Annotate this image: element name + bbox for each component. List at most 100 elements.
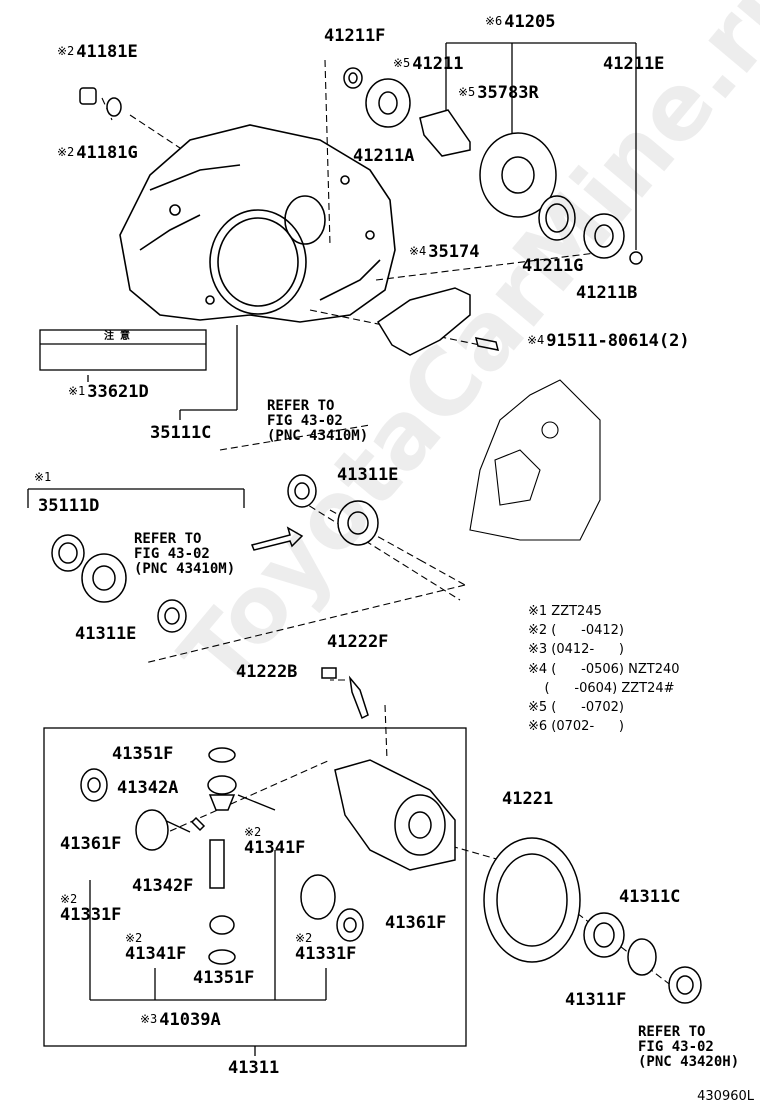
part-label-41211B: 41211B	[576, 285, 637, 302]
legend-item: ※2 ( -0412)	[528, 623, 625, 639]
part-label-41361F-right: 41361F	[385, 915, 446, 932]
part-mark: ※3	[140, 1012, 158, 1026]
reference-note-upper: REFER TO FIG 43-02 (PNC 43410M)	[267, 399, 368, 444]
part-code: 41211G	[522, 256, 584, 276]
part-code: 41181E	[76, 42, 138, 62]
part-label-41211E: 41211E	[603, 56, 664, 73]
part-mark: ※1	[34, 470, 52, 484]
legend-item: ※5 ( -0702)	[528, 699, 625, 715]
part-label-41211F: 41211F	[324, 28, 385, 45]
part-code: 33621D	[87, 382, 149, 402]
part-mark: ※4	[527, 333, 545, 347]
part-label-41211G: 41211G	[522, 258, 583, 275]
part-label-41221: 41221	[502, 791, 553, 808]
part-code: 41342A	[117, 778, 179, 798]
part-mark: ※2	[295, 931, 313, 945]
part-code: 41211B	[576, 283, 638, 303]
part-code: 35783R	[477, 83, 539, 103]
ref-line: REFER TO	[134, 531, 202, 547]
part-mark: ※4	[409, 244, 427, 258]
part-label-41222F: 41222F	[327, 634, 388, 651]
ref-line: FIG 43-02	[638, 1039, 714, 1055]
part-mark: ※6	[485, 14, 503, 28]
part-code: 35111C	[150, 423, 212, 443]
reference-note-bottom: REFER TO FIG 43-02 (PNC 43420H)	[638, 1025, 739, 1070]
ref-line: REFER TO	[638, 1024, 706, 1040]
part-label-35111C: 35111C	[150, 425, 211, 442]
part-mark: ※2	[57, 145, 75, 159]
part-code: 41181G	[76, 143, 138, 163]
part-mark: ※5	[393, 56, 411, 70]
ref-line: (PNC 43410M)	[134, 561, 236, 577]
part-label-41361F-left: 41361F	[60, 836, 121, 853]
part-mark-35111D: ※1	[34, 470, 53, 487]
part-label-41311: 41311	[228, 1060, 279, 1077]
part-code: 41221	[502, 789, 554, 809]
legend-item: ※4 ( -0506) NZT240	[528, 661, 680, 677]
part-code: 41211E	[603, 54, 665, 74]
part-label-35111D: 35111D	[38, 498, 99, 515]
part-code: 41211A	[353, 146, 415, 166]
applicability-legend: ※1 ZZT245 ※2 ( -0412) ※3 (0412- ) ※4 ( -…	[528, 604, 680, 738]
part-code: 41342F	[132, 876, 194, 896]
part-code: 41311	[228, 1058, 280, 1078]
part-code: 41331F	[60, 905, 122, 925]
ref-line: FIG 43-02	[134, 546, 210, 562]
part-code: 41351F	[193, 968, 255, 988]
part-code: 41311E	[337, 465, 399, 485]
part-mark: ※1	[68, 384, 86, 398]
reference-note-left: REFER TO FIG 43-02 (PNC 43410M)	[134, 532, 235, 577]
legend-item: ※3 (0412- )	[528, 642, 625, 658]
part-code: 41351F	[112, 744, 174, 764]
part-label-41311E-left: 41311E	[75, 626, 136, 643]
part-label-41351F-top: 41351F	[112, 746, 173, 763]
ref-line: (PNC 43410M)	[267, 428, 369, 444]
part-code: 41222F	[327, 632, 389, 652]
part-label-41222B: 41222B	[236, 664, 297, 681]
part-code: 41311E	[75, 624, 137, 644]
part-code: 41361F	[60, 834, 122, 854]
part-mark: ※5	[458, 85, 476, 99]
part-code: 41205	[504, 12, 556, 32]
part-label-41211A: 41211A	[353, 148, 414, 165]
part-code: 41331F	[295, 944, 357, 964]
part-mark: ※2	[60, 892, 78, 906]
part-code: 41211F	[324, 26, 386, 46]
part-label-41351F-bottom: 41351F	[193, 970, 254, 987]
part-mark: ※2	[57, 44, 75, 58]
part-code: 41341F	[125, 944, 187, 964]
part-code: 41039A	[159, 1010, 221, 1030]
part-code: 41311F	[565, 990, 627, 1010]
part-mark: ※2	[244, 825, 262, 839]
legend-item: ※6 (0702- )	[528, 719, 625, 735]
part-code: 41361F	[385, 913, 447, 933]
part-code: 35174	[428, 242, 480, 262]
diagram-code: 430960L	[697, 1089, 754, 1104]
legend-item: ( -0604) ZZT24#	[528, 680, 675, 696]
part-code: 41211	[412, 54, 464, 74]
part-code: 41341F	[244, 838, 306, 858]
legend-item: ※1 ZZT245	[528, 604, 602, 619]
part-label-41342F: 41342F	[132, 878, 193, 895]
part-label-41311C: 41311C	[619, 889, 680, 906]
caution-plate-text: 注 意	[104, 331, 131, 342]
part-code: 91511-80614(2)	[546, 331, 690, 351]
part-label-41342A: 41342A	[117, 780, 178, 797]
part-code: 41311C	[619, 887, 681, 907]
part-code: 35111D	[38, 496, 100, 516]
part-mark: ※2	[125, 931, 143, 945]
ref-line: REFER TO	[267, 398, 335, 414]
